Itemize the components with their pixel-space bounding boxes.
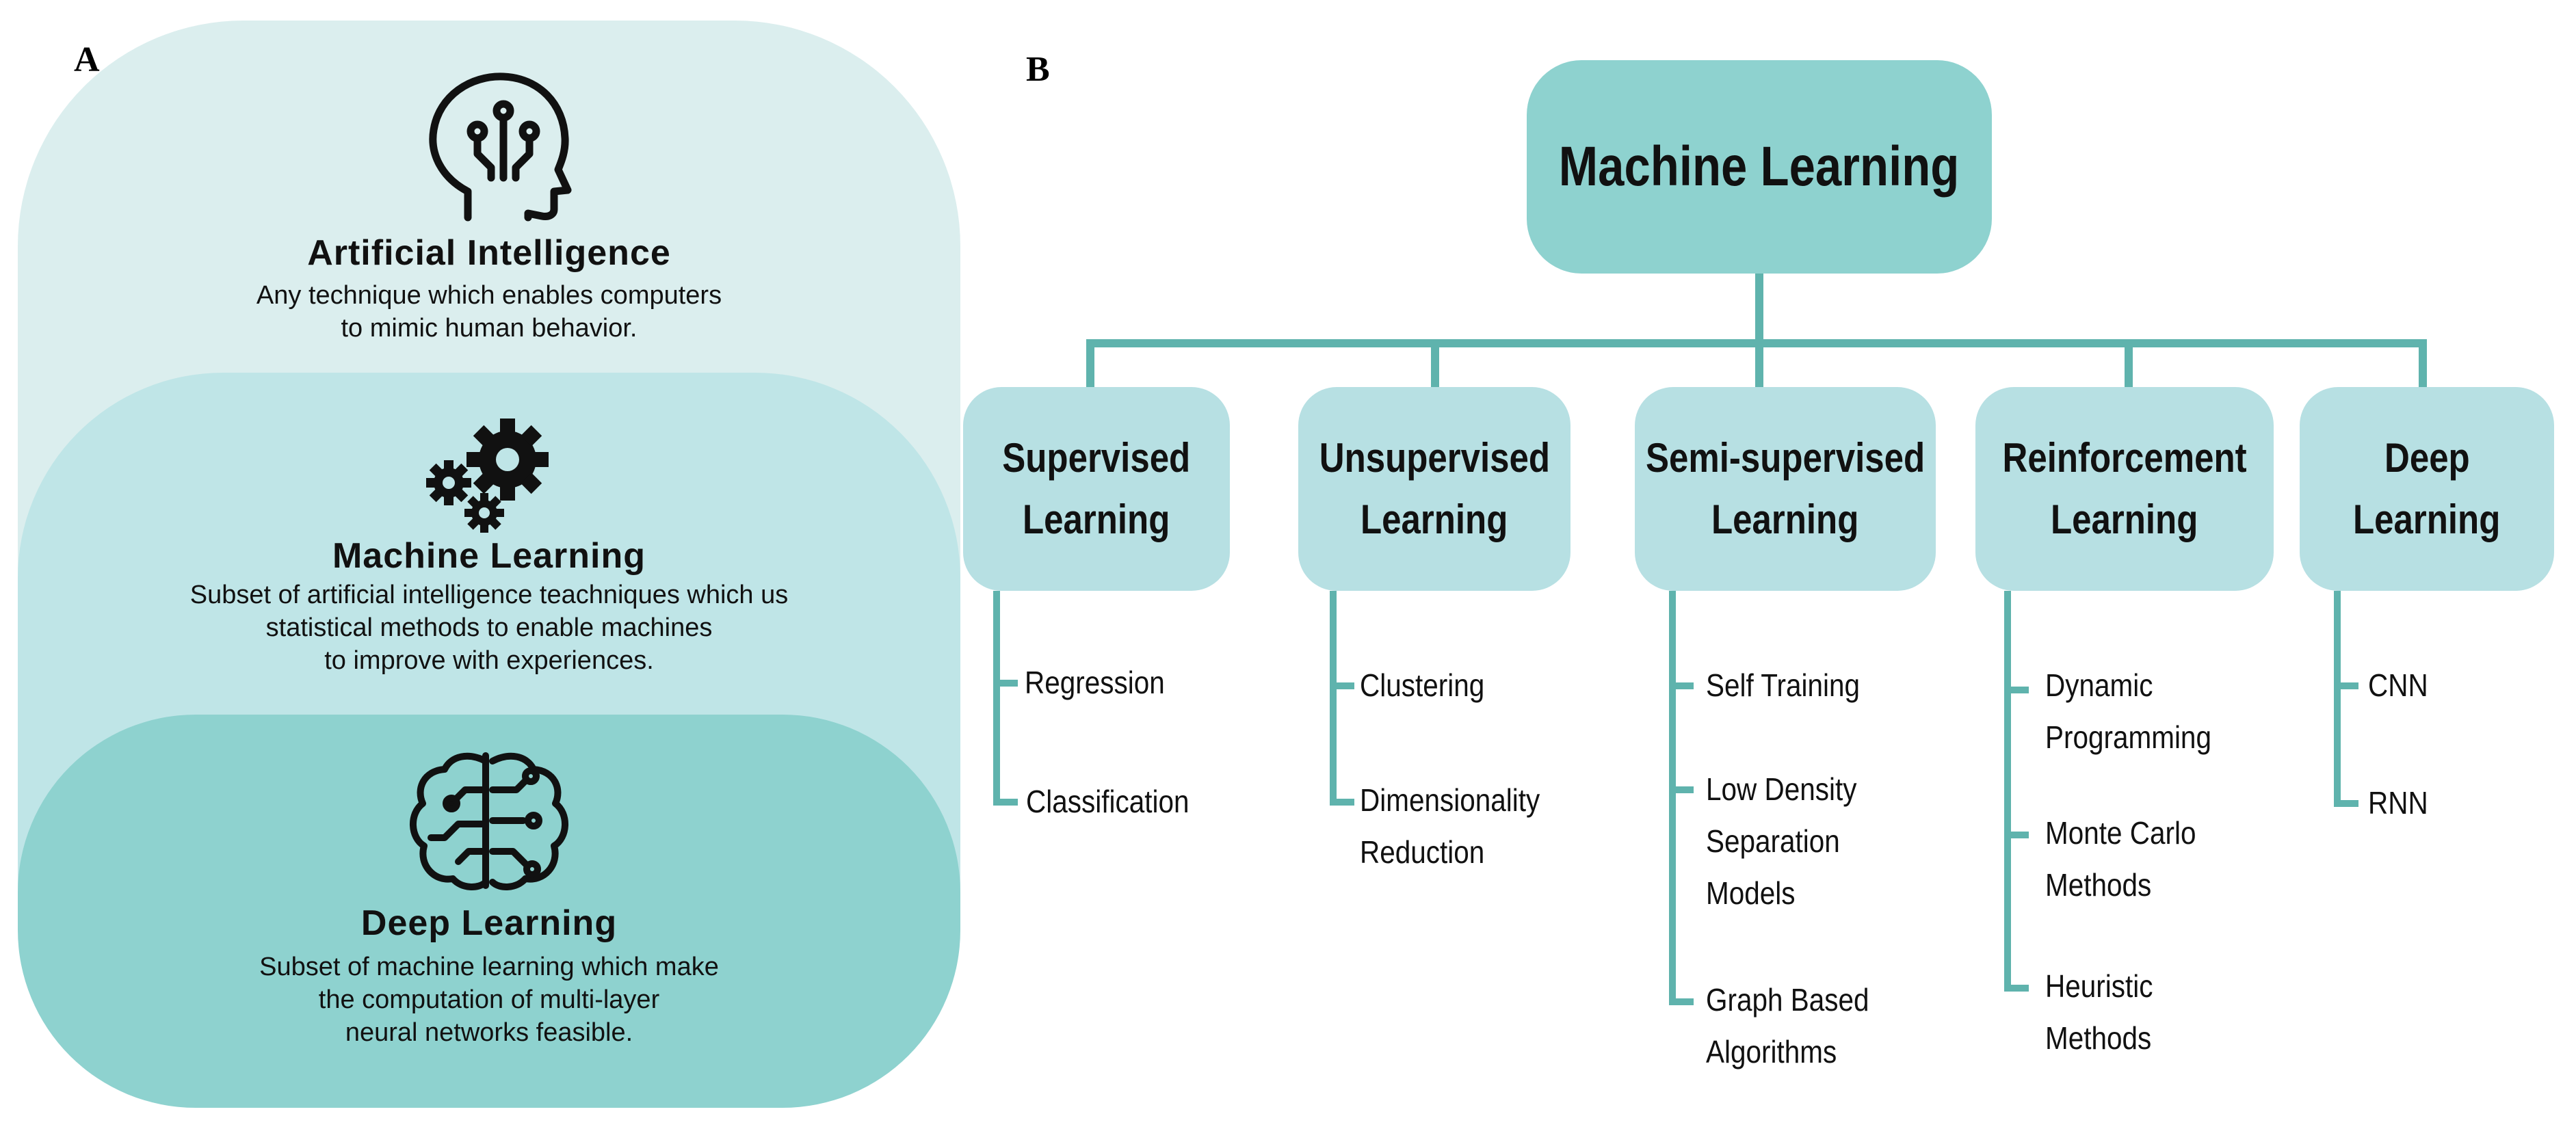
node-reinforcement-learning: Reinforcement Learning: [1975, 387, 2274, 591]
dl-title: Deep Learning: [360, 903, 618, 943]
leaf-rnn: RNN: [2368, 777, 2428, 829]
leaf-stem: [1669, 591, 1676, 1005]
leaf-label: Programming: [2045, 719, 2211, 755]
node-label: Supervised: [1002, 435, 1191, 481]
leaf-monte-carlo-methods: Monte Carlo Methods: [2045, 807, 2196, 911]
leaf-tick: [1669, 998, 1694, 1005]
leaf-tick: [2334, 800, 2358, 807]
node-label: Learning: [1361, 496, 1508, 542]
ml-desc-line: statistical methods to enable machines: [265, 613, 713, 642]
root-node-machine-learning: Machine Learning: [1527, 60, 1992, 274]
leaf-label: Dynamic: [2045, 667, 2153, 703]
node-label: Learning: [2353, 496, 2501, 542]
leaf-label: Regression: [1025, 665, 1165, 700]
node-unsupervised-learning: Unsupervised Learning: [1298, 387, 1570, 591]
leaf-self-training: Self Training: [1706, 659, 1860, 711]
leaf-tick: [993, 799, 1018, 806]
panel-b-label: B: [1026, 50, 1050, 89]
node-semi-supervised-learning: Semi-supervised Learning: [1635, 387, 1936, 591]
node-label: Learning: [1023, 496, 1170, 542]
branch-connector: [2125, 339, 2133, 388]
leaf-label: Self Training: [1706, 667, 1861, 703]
leaf-stem: [1330, 591, 1337, 806]
leaf-label: Separation: [1706, 823, 1840, 859]
dl-desc-line: Subset of machine learning which make: [259, 953, 719, 981]
ai-desc-line: to mimic human behavior.: [341, 314, 638, 343]
leaf-stem: [2334, 591, 2341, 807]
leaf-tick: [1330, 799, 1354, 806]
ml-description: Subset of artificial intelligence teachn…: [18, 579, 960, 677]
leaf-label: Clustering: [1360, 667, 1485, 703]
leaf-low-density-separation: Low Density Separation Models: [1706, 763, 1856, 919]
node-label: Learning: [2051, 496, 2198, 542]
leaf-classification: Classification: [1026, 775, 1189, 827]
root-label: Machine Learning: [1559, 135, 1960, 198]
leaf-stem: [993, 591, 1000, 806]
leaf-heuristic-methods: Heuristic Methods: [2045, 960, 2153, 1064]
gears-icon: [426, 419, 549, 533]
ai-title: Artificial Intelligence: [307, 233, 671, 273]
node-label: Learning: [1711, 496, 1859, 542]
leaf-cnn: CNN: [2368, 659, 2428, 711]
branch-connector: [1431, 339, 1439, 388]
dl-desc-line: neural networks feasible.: [345, 1018, 633, 1047]
leaf-label: Algorithms: [1706, 1034, 1837, 1070]
node-label: Reinforcement: [2002, 435, 2247, 481]
leaf-label: Monte Carlo: [2045, 815, 2196, 851]
leaf-label: Low Density: [1706, 771, 1857, 807]
leaf-tick: [993, 680, 1018, 687]
leaf-label: Reduction: [1360, 834, 1485, 870]
node-supervised-learning: Supervised Learning: [963, 387, 1230, 591]
node-deep-learning: Deep Learning: [2300, 387, 2554, 591]
leaf-label: Classification: [1026, 784, 1190, 819]
dl-desc-line: the computation of multi-layer: [318, 985, 660, 1014]
leaf-tick: [1669, 786, 1694, 793]
dl-description: Subset of machine learning which make th…: [18, 951, 960, 1049]
leaf-tick: [1669, 682, 1694, 689]
root-connector: [1755, 274, 1763, 343]
ai-desc-line: Any technique which enables computers: [256, 281, 722, 310]
leaf-clustering: Clustering: [1360, 659, 1484, 711]
ml-desc-line: Subset of artificial intelligence teachn…: [189, 581, 789, 609]
node-label: Unsupervised: [1319, 435, 1550, 481]
leaf-label: Dimensionality: [1360, 782, 1540, 818]
ml-title: Machine Learning: [332, 536, 646, 576]
branch-connector: [1086, 339, 1094, 388]
leaf-label: RNN: [2368, 785, 2428, 821]
leaf-dimensionality-reduction: Dimensionality Reduction: [1360, 774, 1540, 878]
leaf-tick: [2004, 832, 2029, 838]
panel-a-label: A: [74, 40, 100, 79]
leaf-stem: [2004, 591, 2011, 992]
leaf-label: Graph Based: [1706, 982, 1869, 1018]
node-label: Semi-supervised: [1645, 435, 1926, 481]
head-circuit-icon: [429, 72, 572, 222]
leaf-tick: [1330, 682, 1354, 689]
leaf-label: Methods: [2045, 867, 2152, 903]
leaf-graph-based-algorithms: Graph Based Algorithms: [1706, 974, 1869, 1078]
branch-connector: [2419, 339, 2427, 388]
brain-circuit-icon: [410, 752, 568, 890]
leaf-tick: [2004, 687, 2029, 693]
ai-description: Any technique which enables computers to…: [18, 279, 960, 345]
leaf-dynamic-programming: Dynamic Programming: [2045, 659, 2211, 763]
ml-desc-line: to improve with experiences.: [324, 646, 654, 675]
branch-connector: [1755, 339, 1763, 388]
leaf-label: CNN: [2368, 667, 2428, 703]
leaf-label: Methods: [2045, 1020, 2152, 1056]
leaf-regression: Regression: [1025, 656, 1165, 708]
leaf-label: Models: [1706, 875, 1796, 911]
leaf-tick: [2004, 985, 2029, 992]
leaf-label: Heuristic: [2045, 968, 2153, 1004]
node-label: Deep: [2384, 435, 2470, 481]
leaf-tick: [2334, 682, 2358, 689]
